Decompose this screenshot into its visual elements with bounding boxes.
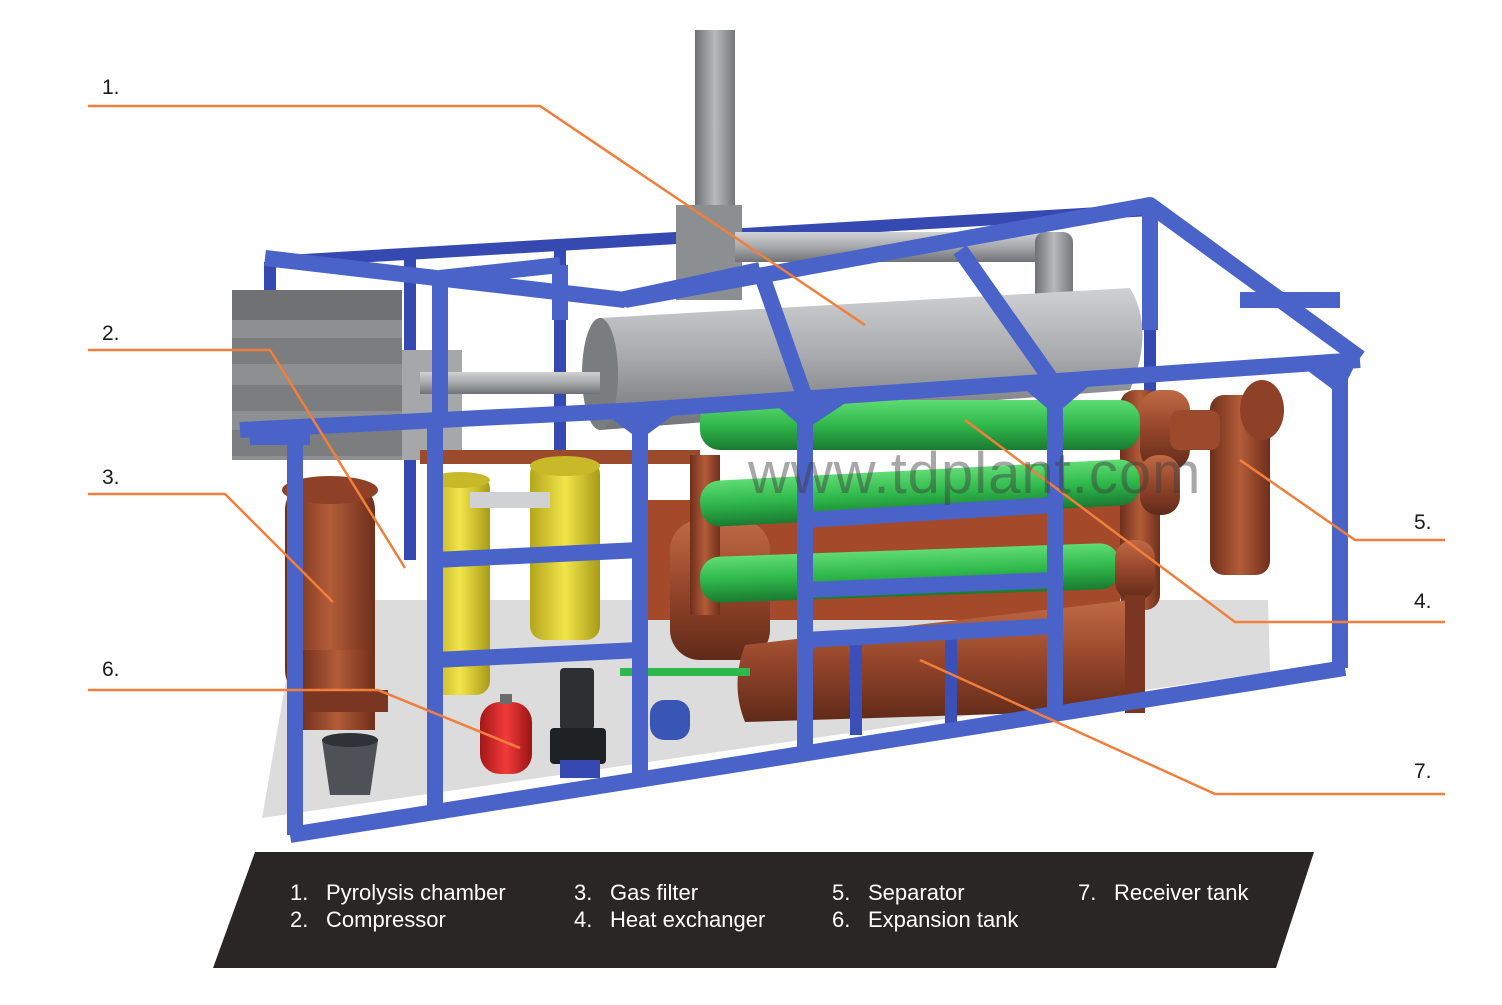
leader-5 (1239, 458, 1445, 542)
leader-lines (88, 104, 1445, 796)
leader-6 (88, 688, 521, 750)
chimney (695, 30, 735, 230)
compressor (232, 290, 600, 460)
callout-1-number: 1. (102, 76, 120, 99)
callout-5-number: 5. (1414, 511, 1432, 534)
callout-4-number: 4. (1414, 590, 1432, 613)
leader-1 (88, 104, 866, 327)
leader-4 (964, 418, 1445, 624)
callout-3-number: 3. (102, 466, 120, 489)
pump (550, 668, 750, 778)
leader-3 (88, 492, 334, 603)
separator (1170, 380, 1284, 575)
callout-6-number: 6. (102, 658, 120, 681)
watermark: www.tdplant.com (748, 441, 1202, 506)
expansion-tank (480, 694, 532, 774)
callout-7-number: 7. (1414, 760, 1432, 783)
gas-filter (282, 476, 388, 795)
callout-2-number: 2. (102, 322, 120, 345)
leader-2 (88, 348, 407, 569)
leader-7 (919, 658, 1445, 796)
legend-background (213, 852, 1314, 968)
frame-corner-plates (250, 355, 1360, 445)
